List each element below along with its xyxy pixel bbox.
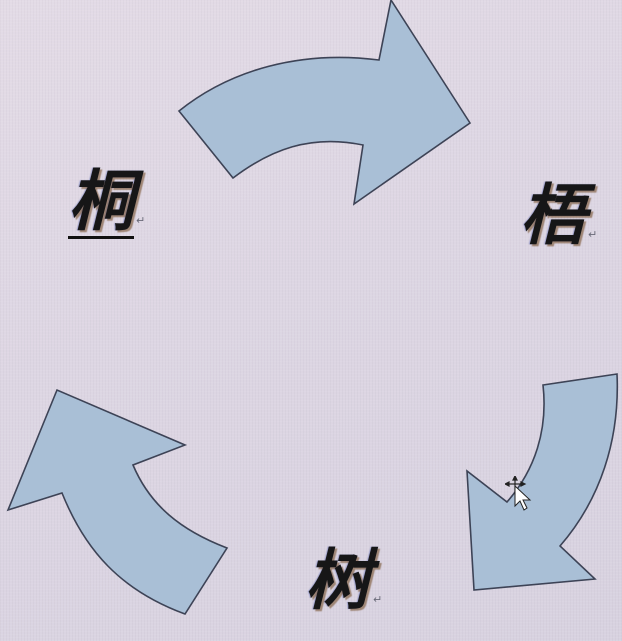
curved-arrow-right[interactable] — [466, 373, 619, 591]
curved-arrow-left[interactable] — [6, 388, 229, 615]
label-shu[interactable]: 树↵ — [305, 547, 382, 613]
label-wu[interactable]: 梧↵ — [520, 182, 597, 248]
move-cursor-icon — [505, 476, 532, 511]
label-wu-text: 梧 — [520, 176, 586, 254]
paragraph-mark-icon: ↵ — [588, 228, 598, 241]
paragraph-mark-icon: ↵ — [373, 593, 383, 606]
label-tong-text: 桐 — [68, 162, 134, 240]
curved-arrow-top[interactable] — [177, 0, 472, 206]
label-tong[interactable]: 桐↵ — [68, 168, 145, 239]
paragraph-mark-icon: ↵ — [136, 214, 146, 227]
label-shu-text: 树 — [305, 541, 371, 619]
